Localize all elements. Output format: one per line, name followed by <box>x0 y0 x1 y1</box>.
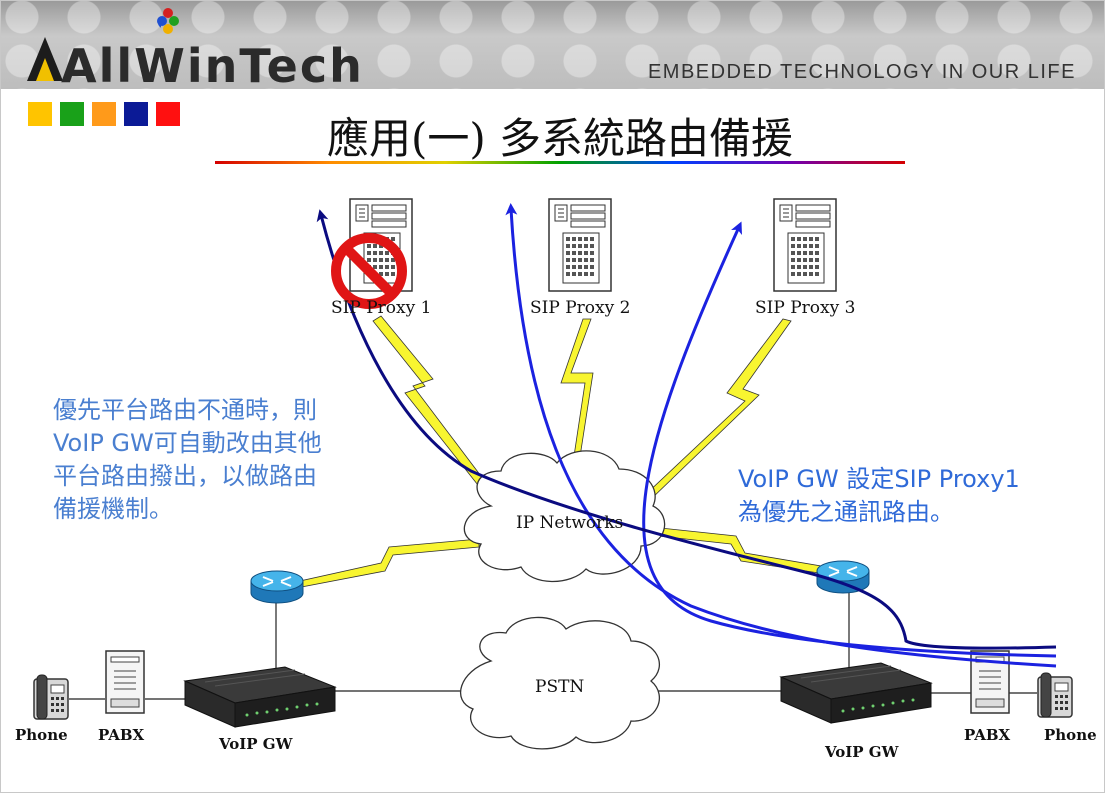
right-phone-icon <box>1037 672 1073 718</box>
tagline: EMBEDDED TECHNOLOGY IN OUR LIFE <box>647 61 1076 83</box>
color-square-yellow <box>28 102 52 126</box>
color-square-orange <box>92 102 116 126</box>
primary-route-note: VoIP GW 設定SIP Proxy1 為優先之通訊路由。 <box>738 463 1078 529</box>
logo-dots-icon <box>157 8 179 34</box>
left-voip-gateway-icon <box>184 666 336 728</box>
sip-proxy-3-label: SIP Proxy 3 <box>755 298 856 318</box>
logo-text: AllWinTech <box>61 39 364 89</box>
right-voip-gateway-icon <box>780 662 932 724</box>
ip-networks-label: IP Networks <box>516 513 624 533</box>
backup-routes <box>505 203 1057 668</box>
sip-proxy-2-label: SIP Proxy 2 <box>530 298 631 318</box>
left-pabx-label: PABX <box>98 726 145 744</box>
right-phone-label: Phone <box>1044 726 1097 744</box>
sip-proxy-1-label: SIP Proxy 1 <box>331 298 432 318</box>
title-underline <box>215 161 905 164</box>
left-router-icon <box>250 570 304 604</box>
left-voip-gw-label: VoIP GW <box>219 735 293 753</box>
color-square-navy <box>124 102 148 126</box>
pstn-label: PSTN <box>535 677 585 697</box>
header-banner: AllWinTech EMBEDDED TECHNOLOGY IN OUR LI… <box>1 1 1104 89</box>
failover-note-line: 優先平台路由不通時，則 <box>53 396 317 424</box>
color-square-red <box>156 102 180 126</box>
failover-note-line: VoIP GW可自動改由其他 <box>53 429 322 457</box>
primary-route-note-line: 為優先之通訊路由。 <box>738 498 954 526</box>
left-pabx-icon <box>105 650 145 714</box>
pstn-cloud <box>459 616 661 750</box>
right-voip-gw-label: VoIP GW <box>825 743 899 761</box>
sip-proxy-2-server-icon <box>548 198 612 292</box>
failover-note-line: 備援機制。 <box>53 495 173 523</box>
blocked-no-entry-icon <box>331 233 407 309</box>
sip-proxy-3-server-icon <box>773 198 837 292</box>
page-title: 應用(一) 多系統路由備援 <box>326 114 794 163</box>
left-phone-icon <box>33 674 69 720</box>
primary-route <box>316 209 1057 650</box>
left-phone-label: Phone <box>15 726 68 744</box>
color-square-green <box>60 102 84 126</box>
right-pabx-label: PABX <box>964 726 1011 744</box>
primary-route-note-line: VoIP GW 設定SIP Proxy1 <box>738 465 1020 493</box>
connection-lines <box>69 589 1037 700</box>
failover-note: 優先平台路由不通時，則 VoIP GW可自動改由其他 平台路由撥出，以做路由 備… <box>53 394 383 526</box>
failover-note-line: 平台路由撥出，以做路由 <box>53 462 317 490</box>
